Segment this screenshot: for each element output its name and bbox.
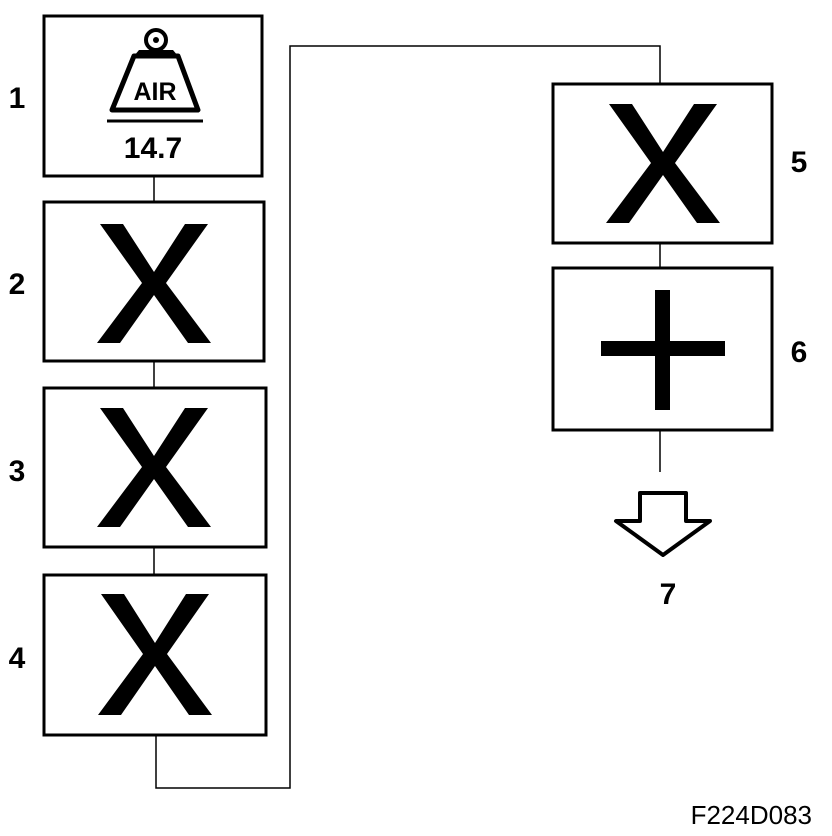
step-number-3: 3 <box>9 455 26 488</box>
figure-id: F224D083 <box>691 800 812 830</box>
step-number-2: 2 <box>9 268 26 301</box>
step-6-box <box>551 266 774 432</box>
step-1-box: AIR 14.7 <box>42 14 264 178</box>
down-arrow-icon <box>614 491 712 557</box>
multiply-icon <box>97 224 211 343</box>
step-5-box <box>551 82 774 245</box>
air-fuel-ratio-value: 14.7 <box>124 132 182 165</box>
step-4-box <box>42 573 268 737</box>
multiply-icon <box>606 104 720 223</box>
step-number-6: 6 <box>791 336 808 369</box>
step-3-box <box>42 386 268 549</box>
air-label: AIR <box>133 78 176 106</box>
weight-icon: AIR <box>109 28 201 113</box>
connector-lines <box>153 45 661 789</box>
step-number-5: 5 <box>791 146 808 179</box>
step-2-box <box>42 200 266 363</box>
multiply-icon <box>98 594 212 715</box>
connector-4-5 <box>155 45 661 789</box>
plus-icon <box>601 290 725 410</box>
step-number-4: 4 <box>9 642 26 675</box>
step-number-1: 1 <box>9 82 26 115</box>
step-number-7: 7 <box>660 578 677 611</box>
multiply-icon <box>97 408 211 527</box>
